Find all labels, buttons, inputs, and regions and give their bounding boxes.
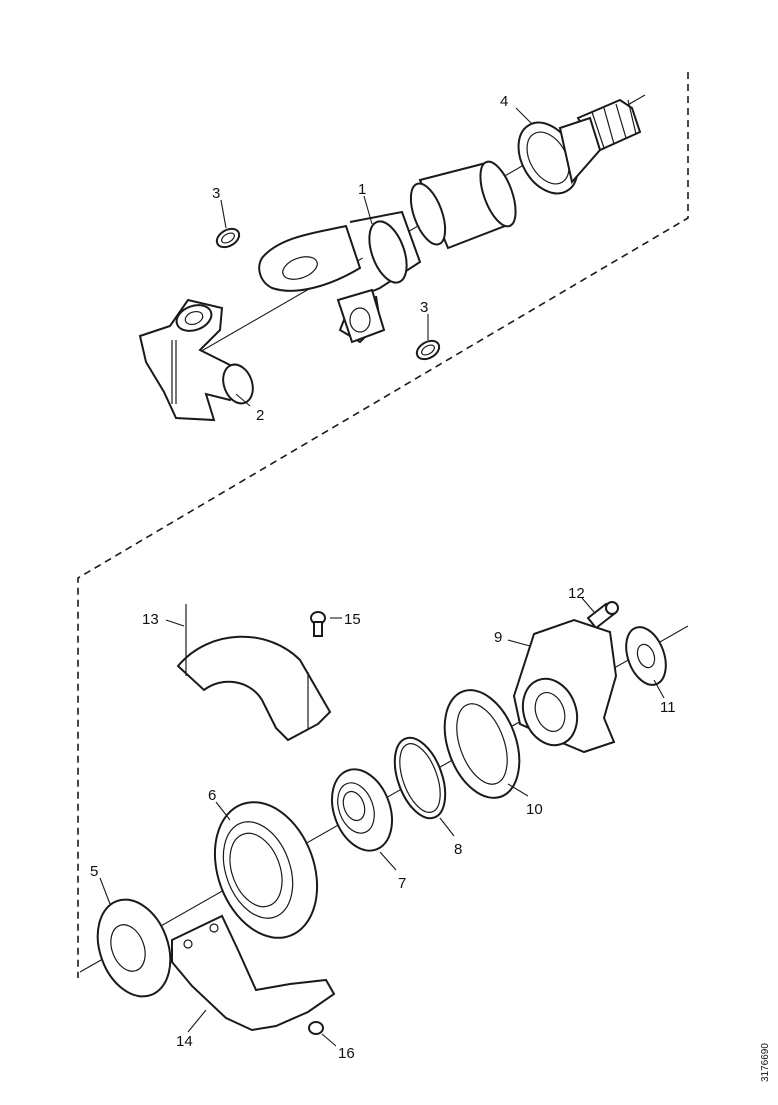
label-part-7: 7: [398, 875, 406, 892]
part-16-bolt: [308, 1021, 324, 1035]
label-part-15: 15: [344, 611, 361, 628]
part-4-splined-shaft: [517, 98, 642, 195]
part-3-circlip-lower: [415, 339, 441, 361]
label-part-1: 1: [358, 181, 366, 198]
part-14-bracket: [171, 914, 336, 1032]
label-part-4: 4: [500, 93, 508, 110]
part-9-housing: [512, 618, 618, 754]
figure-reference-number: 3176690: [760, 1043, 771, 1082]
dashed-connection-line: [77, 72, 689, 978]
label-part-16: 16: [338, 1045, 355, 1062]
part-2-universal-joint: [138, 298, 254, 422]
label-part-8: 8: [454, 841, 462, 858]
part-6-cushion: [213, 801, 319, 939]
label-part-12: 12: [568, 585, 585, 602]
part-3-circlip-upper: [215, 227, 241, 249]
leader-lines: [99, 107, 665, 1047]
label-part-14: 14: [176, 1033, 193, 1050]
label-part-13: 13: [142, 611, 159, 628]
label-part-9: 9: [494, 629, 502, 646]
label-part-5: 5: [90, 863, 98, 880]
part-1-yoke: [258, 210, 422, 344]
label-part-2: 2: [256, 407, 264, 424]
part-10-seal: [443, 689, 521, 799]
label-part-11: 11: [660, 699, 676, 716]
label-part-3-lower: 3: [420, 299, 428, 316]
sleeve-tube: [409, 160, 517, 250]
part-11-flange: [625, 626, 667, 686]
label-part-10: 10: [526, 801, 543, 818]
part-8-snap-ring: [393, 736, 447, 820]
label-part-6: 6: [208, 787, 216, 804]
part-15-bolt: [310, 611, 326, 637]
part-13-strap: [176, 604, 332, 742]
part-5-washer: [96, 898, 172, 998]
part-12-bolt: [586, 601, 619, 630]
part-7-bearing: [331, 768, 393, 852]
label-part-3-upper: 3: [212, 185, 220, 202]
